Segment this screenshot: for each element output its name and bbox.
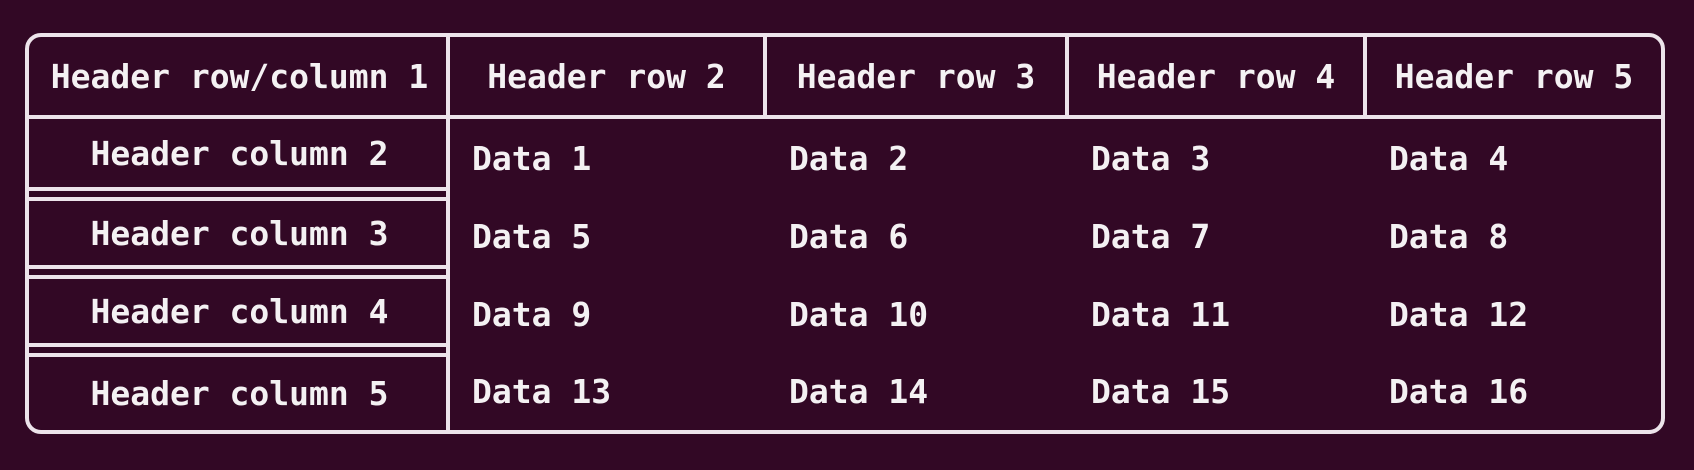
header-cell-row-5: Header row 5 bbox=[1367, 37, 1661, 119]
table-cell: Data 4 bbox=[1389, 138, 1509, 178]
table-cell: Data 11 bbox=[1091, 294, 1231, 334]
header-cell-column-5: Header column 5 bbox=[29, 353, 450, 430]
table-cell: Data 3 bbox=[1091, 138, 1211, 178]
table-cell: Data 9 bbox=[472, 294, 592, 334]
table-cell: Data 1 bbox=[472, 138, 592, 178]
table-cell: Data 13 bbox=[472, 372, 612, 411]
table-cell: Data 16 bbox=[1389, 372, 1529, 411]
table-cell: Data 7 bbox=[1091, 216, 1211, 256]
table-cell: Data 12 bbox=[1389, 294, 1529, 334]
table-cell: Data 14 bbox=[789, 372, 929, 411]
table-cell: Data 5 bbox=[472, 216, 592, 256]
table-cell: Data 8 bbox=[1389, 216, 1509, 256]
header-cell-column-3: Header column 3 bbox=[29, 197, 450, 269]
header-cell-column-4: Header column 4 bbox=[29, 275, 450, 347]
table-cell: Data 6 bbox=[789, 216, 909, 256]
table-cell: Data 2 bbox=[789, 138, 909, 178]
page-background: { "theme": { "background": "#320825", "b… bbox=[0, 33, 1694, 470]
data-table: Header row/column 1 Header row 2 Header … bbox=[25, 33, 1665, 434]
header-cell-column-2: Header column 2 bbox=[29, 119, 450, 191]
header-cell-row-3: Header row 3 bbox=[767, 37, 1069, 119]
header-cell-row-2: Header row 2 bbox=[450, 37, 767, 119]
table-cell: Data 15 bbox=[1091, 372, 1231, 411]
table-cell: Data 10 bbox=[789, 294, 929, 334]
header-cell-row-4: Header row 4 bbox=[1069, 37, 1367, 119]
corner-header-cell: Header row/column 1 bbox=[29, 37, 450, 119]
header-column-divider bbox=[446, 37, 450, 430]
